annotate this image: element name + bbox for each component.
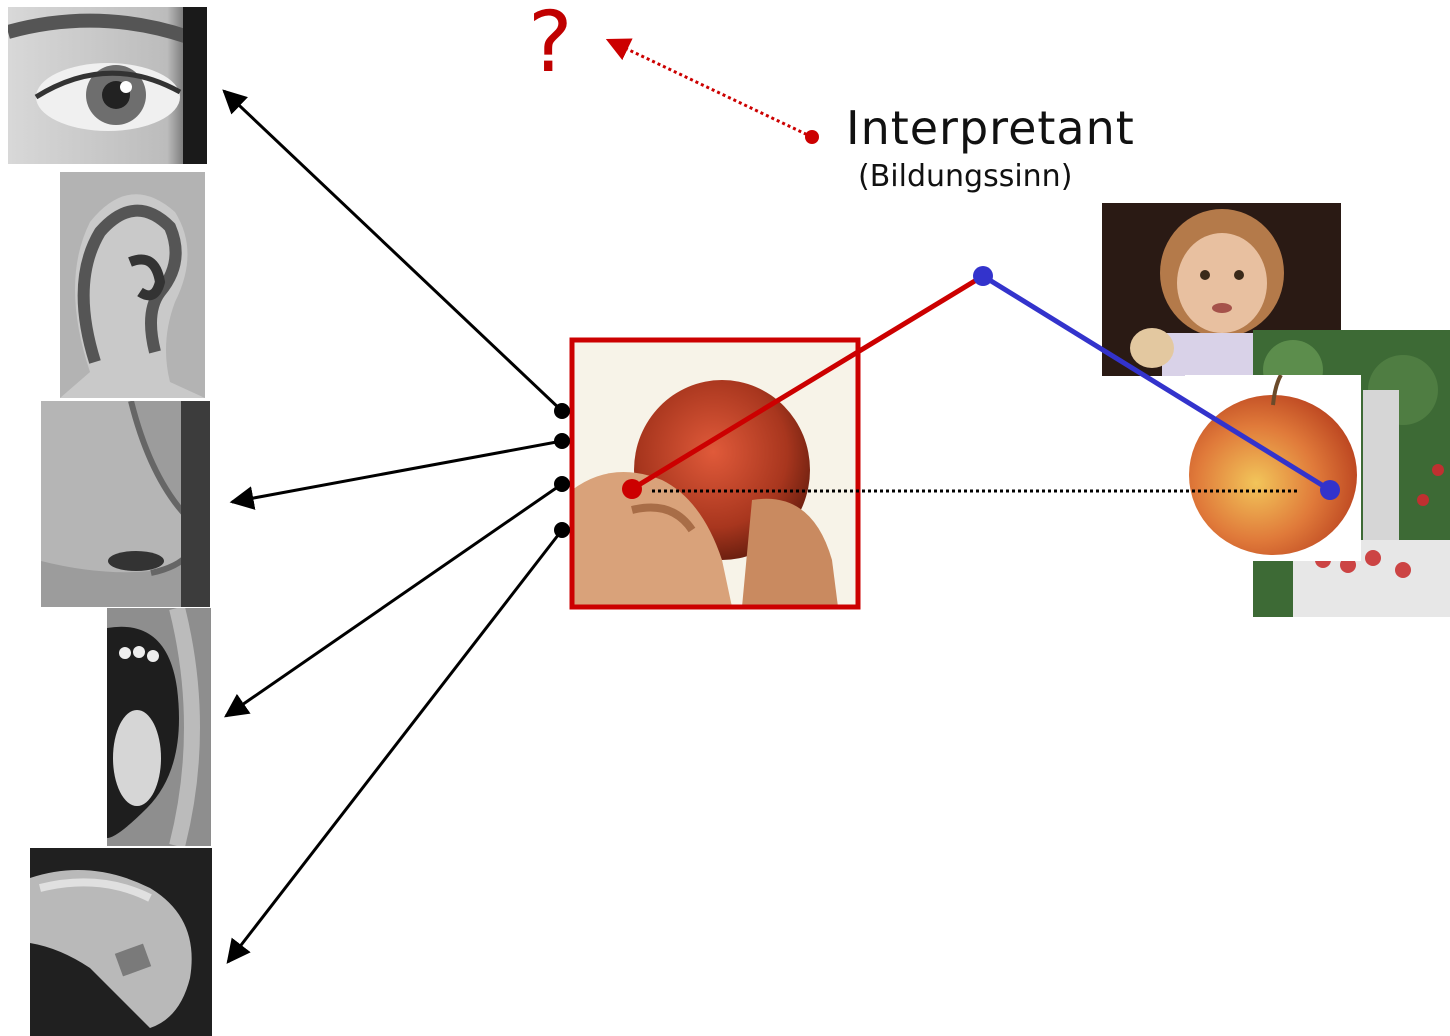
object-point — [1320, 480, 1340, 500]
arrow-to-hand — [226, 529, 564, 964]
apple-photo — [1185, 375, 1361, 561]
interpretant-question-arrow — [605, 38, 813, 139]
sense-point-4 — [554, 522, 570, 538]
interpretant-point — [805, 130, 819, 144]
sign-frame — [569, 337, 861, 610]
sense-point-3 — [554, 476, 570, 492]
interpretant-title: Interpretant — [846, 101, 1135, 155]
arrow-to-eye — [222, 89, 564, 413]
apex-point — [973, 266, 993, 286]
interpretant-subtitle: (Bildungssinn) — [858, 159, 1073, 194]
sign-point — [622, 479, 642, 499]
hand-photo — [30, 848, 212, 1036]
sense-point-2 — [554, 433, 570, 449]
question-mark: ? — [528, 0, 573, 91]
interpretant-object-line — [981, 273, 1332, 493]
mouth-photo — [107, 608, 211, 846]
arrow-to-mouth — [224, 482, 563, 718]
arrow-to-nose — [229, 439, 563, 510]
ear-photo — [60, 172, 205, 398]
sense-point-1 — [554, 403, 570, 419]
sign-apple-in-hand-photo — [572, 340, 858, 607]
nose-photo — [41, 401, 210, 607]
eye-photo — [8, 7, 207, 164]
sign-interpretant-line — [630, 273, 985, 492]
